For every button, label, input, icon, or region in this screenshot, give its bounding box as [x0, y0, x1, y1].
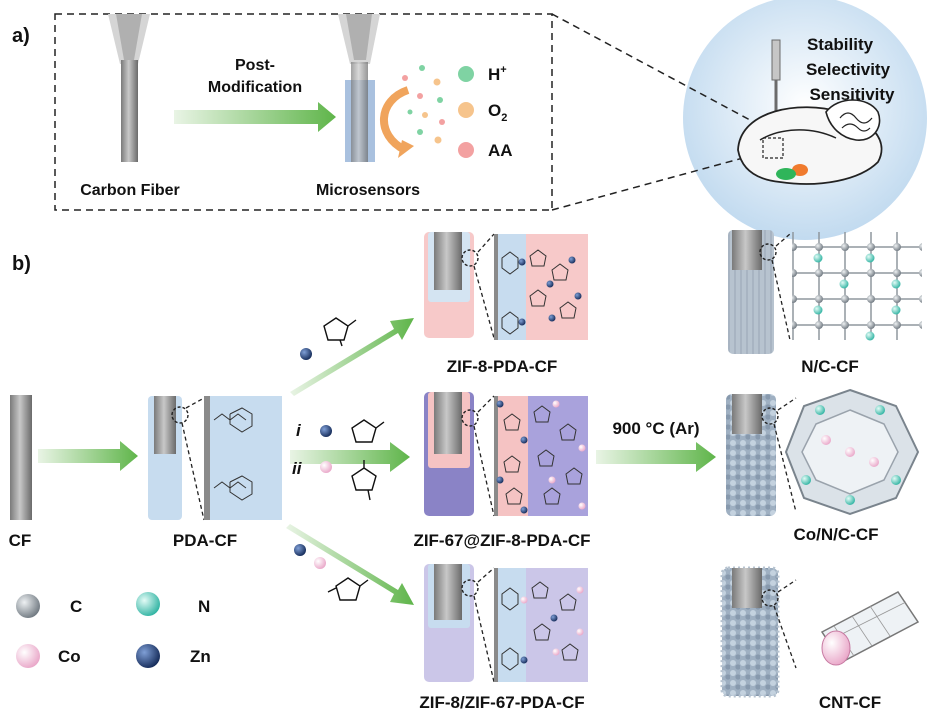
- legend-co-label: Co: [58, 647, 81, 666]
- zif8-pda-cf-label: ZIF-8-PDA-CF: [447, 357, 557, 376]
- zif8-pda-cf-illustration: [424, 232, 588, 340]
- post-modification-arrow: [174, 102, 336, 132]
- stability-label: Stability: [807, 35, 874, 54]
- methylimidazole-bottom: [327, 577, 369, 601]
- reaction-arrow: [379, 86, 410, 154]
- legend-c-label: C: [70, 597, 82, 616]
- zif8-zif67-pda-cf-illustration: [424, 564, 588, 683]
- zn-reagent-mid: [320, 425, 332, 437]
- carbon-fiber-label: Carbon Fiber: [80, 182, 180, 199]
- pyrolysis-condition: 900 °C (Ar): [612, 419, 699, 438]
- pyrolysis-arrow: [596, 442, 716, 472]
- legend-co-ball: [16, 644, 40, 668]
- methylimidazole-top: [323, 317, 357, 347]
- nc-cf-illustration: [728, 230, 922, 354]
- zif8-zif67-pda-cf-label: ZIF-8/ZIF-67-PDA-CF: [419, 693, 584, 712]
- zoom-line-top: [551, 13, 766, 129]
- microsensors-label: Microsensors: [316, 182, 420, 199]
- h-plus-label: H+: [488, 64, 507, 84]
- arrow-to-zif8-67: [286, 524, 414, 605]
- post-modification-label-2: Modification: [208, 79, 302, 96]
- route-i-label: i: [296, 421, 302, 440]
- conc-cf-label: Co/N/C-CF: [794, 525, 879, 544]
- reaction-arrowhead: [398, 140, 414, 158]
- nc-cf-label: N/C-CF: [801, 357, 859, 376]
- carbon-fiber-illustration: [108, 14, 150, 162]
- legend-zn-label: Zn: [190, 647, 211, 666]
- pda-cf-label: PDA-CF: [173, 531, 237, 550]
- zif67-zif8-pda-cf-illustration: [424, 392, 588, 517]
- cnt-cf-illustration: [720, 566, 920, 698]
- oxygen-label: O2: [488, 101, 507, 124]
- brain-illustration: [737, 39, 883, 185]
- panel-b-label: b): [12, 253, 31, 275]
- arrow-cf-to-pda: [38, 441, 138, 471]
- zif67-zif8-pda-cf-label: ZIF-67@ZIF-8-PDA-CF: [413, 531, 590, 550]
- h-plus-dot: [458, 66, 474, 82]
- legend-c-ball: [16, 594, 40, 618]
- conc-cf-illustration: [726, 388, 920, 516]
- microsensor-illustration: [338, 14, 380, 162]
- zn-reagent-bottom: [294, 544, 306, 556]
- analyte-dots: [402, 65, 445, 144]
- aa-label: AA: [488, 141, 513, 160]
- oxygen-dot: [458, 102, 474, 118]
- arrow-to-zif8: [290, 318, 414, 396]
- methylimidazole-mid: [351, 419, 385, 443]
- cf-fiber: [10, 395, 32, 520]
- zoom-line-bottom: [551, 151, 766, 211]
- legend-n-label: N: [198, 597, 210, 616]
- aa-dot: [458, 142, 474, 158]
- methylimidazole-mid2: [351, 460, 377, 501]
- zn-reagent-top: [300, 348, 312, 360]
- panel-a-dashed-box: [54, 13, 553, 211]
- panel-a-label: a): [12, 25, 30, 47]
- arrow-to-zif67: [290, 442, 410, 472]
- cf-label: CF: [9, 531, 32, 550]
- co-reagent-mid: [320, 461, 332, 473]
- post-modification-label-1: Post-: [235, 57, 275, 74]
- sensitivity-label: Sensitivity: [809, 85, 895, 104]
- legend-n-ball: [136, 592, 160, 616]
- cnt-cf-label: CNT-CF: [819, 693, 881, 712]
- co-reagent-bottom: [314, 557, 326, 569]
- pda-cf-illustration: [148, 396, 282, 521]
- selectivity-label: Selectivity: [806, 60, 891, 79]
- legend-zn-ball: [136, 644, 160, 668]
- route-ii-label: ii: [292, 459, 303, 478]
